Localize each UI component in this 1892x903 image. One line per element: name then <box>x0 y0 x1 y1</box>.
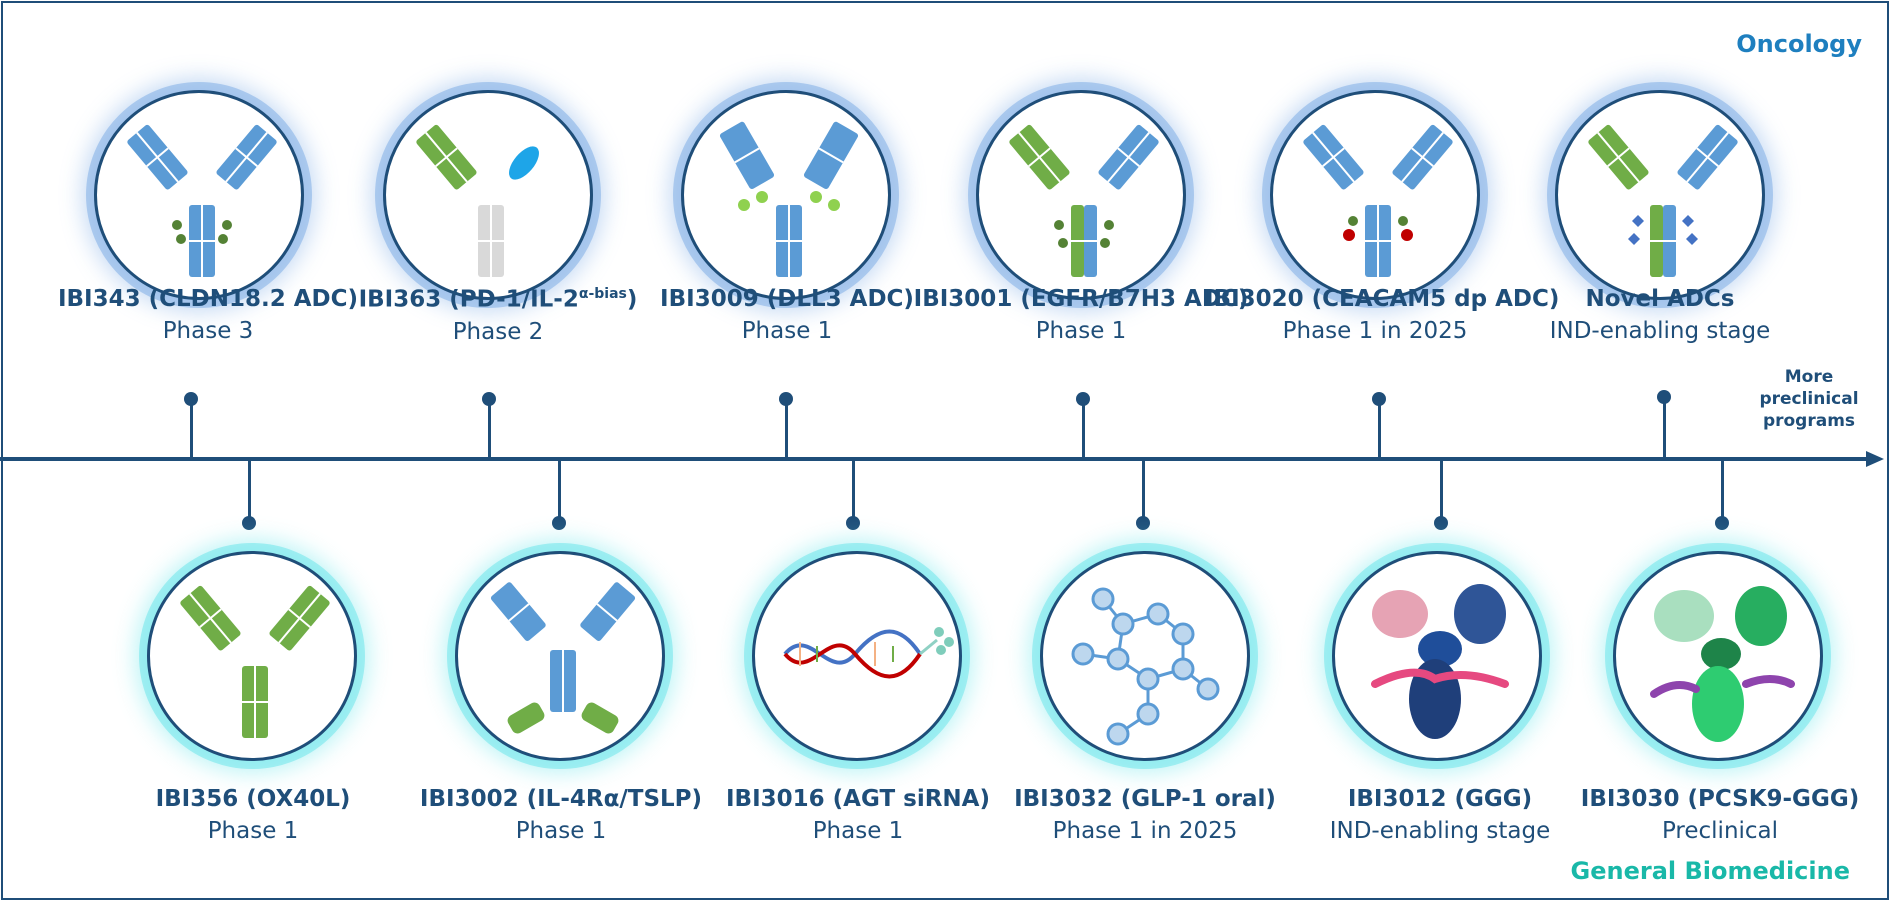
oncology-item-2-stem <box>785 400 788 458</box>
general-item-4-circle <box>1332 551 1542 761</box>
dual-payload-adc-icon <box>1303 124 1453 277</box>
oncology-item-5-dot <box>1657 390 1671 404</box>
program-name: IBI3016 (AGT siRNA) <box>726 786 990 812</box>
more-line-3: programs <box>1762 411 1856 431</box>
oncology-item-0-dot <box>184 392 198 406</box>
oncology-item-4-label: IBI3020 (CEACAM5 dp ADC) Phase 1 in 2025 <box>1205 286 1560 344</box>
program-name: IBI3030 (PCSK9-GGG) <box>1580 786 1860 812</box>
general-item-0-stem <box>248 460 251 520</box>
program-stage: Preclinical <box>1661 818 1779 844</box>
program-stage: IND-enabling stage <box>1329 818 1551 844</box>
general-item-5-circle <box>1613 551 1823 761</box>
molecule-icon <box>1071 587 1220 746</box>
program-name: IBI3032 (GLP-1 oral) <box>1014 786 1276 812</box>
adc-antibody-icon <box>127 124 277 277</box>
oncology-item-1-stem <box>488 400 491 458</box>
program-stage: Phase 1 <box>741 318 833 344</box>
general-item-1-dot <box>552 516 566 530</box>
general-item-2-circle <box>752 551 962 761</box>
oncology-item-3-dot <box>1076 392 1090 406</box>
program-name: IBI356 (OX40L) <box>155 786 351 812</box>
protein-structure-icon <box>1650 586 1795 742</box>
program-stage: Phase 1 <box>207 818 299 844</box>
timeline-arrowhead <box>1866 451 1884 467</box>
general-item-0-label: IBI356 (OX40L) Phase 1 <box>83 786 423 844</box>
novel-adc-icon <box>1588 124 1738 277</box>
bispecific-antibody-icon <box>490 582 636 734</box>
oncology-item-4-stem <box>1378 400 1381 458</box>
oncology-item-3-circle <box>976 90 1186 300</box>
general-item-5-stem <box>1721 460 1724 520</box>
oncology-item-2-circle <box>681 90 891 300</box>
program-stage: Phase 2 <box>452 318 544 345</box>
bispecific-fusion-icon <box>416 124 539 277</box>
program-name: IBI3009 (DLL3 ADC) <box>660 286 914 312</box>
antibody-icon <box>180 585 330 738</box>
oncology-item-5-stem <box>1663 400 1666 458</box>
more-line-1: More <box>1784 367 1834 387</box>
general-item-0-dot <box>242 516 256 530</box>
general-item-2-dot <box>846 516 860 530</box>
general-item-5-label: IBI3030 (PCSK9-GGG) Preclinical <box>1550 786 1890 844</box>
general-item-1-circle <box>455 551 665 761</box>
more-line-2: preclinical <box>1759 389 1859 409</box>
program-name-tail: ) <box>626 286 638 313</box>
general-item-3-dot <box>1136 516 1150 530</box>
general-item-3-label: IBI3032 (GLP-1 oral) Phase 1 in 2025 <box>975 786 1315 844</box>
oncology-item-0-label: IBI343 (CLDN18.2 ADC) Phase 3 <box>38 286 378 344</box>
adc-antibody-icon <box>719 121 859 277</box>
bispecific-adc-icon <box>1009 124 1159 277</box>
sirna-icon <box>783 627 954 679</box>
program-stage: Phase 1 <box>1035 318 1127 344</box>
general-item-4-stem <box>1440 460 1443 520</box>
program-name: IBI3001 (EGFR/B7H3 ADC) <box>913 286 1249 312</box>
timeline-axis <box>0 457 1870 461</box>
program-stage: Phase 3 <box>162 318 254 344</box>
oncology-item-2-dot <box>779 392 793 406</box>
general-item-2-stem <box>852 460 855 520</box>
general-item-5-dot <box>1715 516 1729 530</box>
oncology-item-5-label: Novel ADCs IND-enabling stage <box>1490 286 1830 344</box>
oncology-item-3-stem <box>1082 400 1085 458</box>
program-name: IBI3002 (IL-4Rα/TSLP) <box>419 786 703 812</box>
program-name: IBI3020 (CEACAM5 dp ADC) <box>1205 286 1560 312</box>
more-preclinical-label: More preclinical programs <box>1739 366 1879 432</box>
oncology-item-1-label: IBI363 (PD-1/IL-2α-bias) Phase 2 <box>328 286 668 345</box>
program-stage: IND-enabling stage <box>1549 318 1771 344</box>
general-item-4-label: IBI3012 (GGG) IND-enabling stage <box>1270 786 1610 844</box>
program-stage: Phase 1 in 2025 <box>1052 818 1238 844</box>
protein-structure-icon <box>1371 584 1509 739</box>
program-name: IBI363 (PD-1/IL-2α-bias) <box>328 286 668 313</box>
general-item-1-label: IBI3002 (IL-4Rα/TSLP) Phase 1 <box>391 786 731 844</box>
oncology-item-1-dot <box>482 392 496 406</box>
oncology-item-3-label: IBI3001 (EGFR/B7H3 ADC) Phase 1 <box>911 286 1251 344</box>
oncology-item-4-dot <box>1372 392 1386 406</box>
program-name: Novel ADCs <box>1585 286 1735 312</box>
general-item-4-dot <box>1434 516 1448 530</box>
general-biomedicine-section-label: General Biomedicine <box>1570 857 1850 885</box>
general-item-0-circle <box>147 551 357 761</box>
oncology-item-2-label: IBI3009 (DLL3 ADC) Phase 1 <box>617 286 957 344</box>
general-item-3-circle <box>1040 551 1250 761</box>
program-stage: Phase 1 in 2025 <box>1282 318 1468 344</box>
program-stage: Phase 1 <box>515 818 607 844</box>
general-item-3-stem <box>1142 460 1145 520</box>
oncology-item-1-circle <box>383 90 593 300</box>
general-item-1-stem <box>558 460 561 520</box>
program-name-superscript: α-bias <box>578 286 627 302</box>
oncology-item-5-circle <box>1555 90 1765 300</box>
oncology-item-0-stem <box>190 400 193 458</box>
program-name: IBI3012 (GGG) <box>1347 786 1533 812</box>
program-stage: Phase 1 <box>812 818 904 844</box>
oncology-section-label: Oncology <box>1736 30 1862 58</box>
program-name-main: IBI363 (PD-1/IL-2 <box>358 286 579 313</box>
oncology-item-4-circle <box>1270 90 1480 300</box>
program-name: IBI343 (CLDN18.2 ADC) <box>57 286 359 312</box>
general-item-2-label: IBI3016 (AGT siRNA) Phase 1 <box>688 786 1028 844</box>
oncology-item-0-circle <box>94 90 304 300</box>
